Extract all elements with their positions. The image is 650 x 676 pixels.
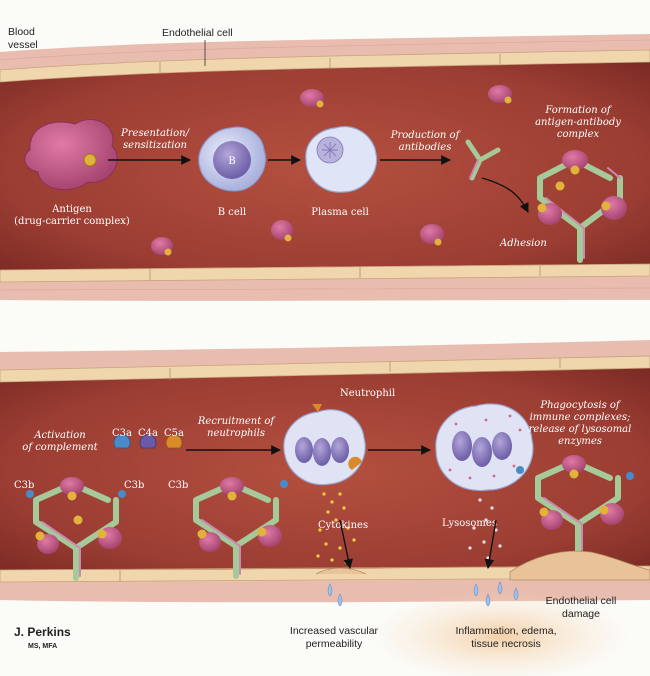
arrow-lysosomes-down	[484, 519, 497, 569]
c3b-label-1: C3b	[14, 480, 34, 491]
endothelial-damage-label-line1: Endothelial cell	[546, 595, 617, 607]
b-cell	[198, 126, 267, 192]
inflammation-label-line2: tissue necrosis	[471, 638, 540, 650]
recruitment-label-line1: Recruitment of	[197, 416, 277, 427]
floating-antigens-top	[151, 85, 512, 256]
immune-complex-center	[193, 481, 279, 579]
gapped-endothelium	[315, 567, 367, 575]
plasma-cell-label: Plasma cell	[311, 207, 369, 218]
production-label-line1: Production of	[390, 130, 462, 141]
artist-credentials: MS, MFA	[28, 643, 57, 650]
formation-label-line1: Formation of	[544, 105, 613, 116]
phagocytosis-label-line3: release of lysosomal	[529, 424, 632, 435]
lysosome-particles	[468, 498, 502, 560]
blood-vessel-label-line1: Blood	[8, 26, 35, 38]
c3b-label-3: C3b	[168, 480, 188, 491]
lysosomes-label: Lysosomes	[442, 518, 497, 529]
complement-fragments	[113, 434, 183, 449]
formation-label-line3: complex	[557, 129, 600, 140]
phagocytosis-label-line2: immune complexes;	[530, 412, 631, 423]
c5a-label: C5a	[164, 428, 184, 439]
c3b-label-2: C3b	[124, 480, 144, 491]
adhesion-label: Adhesion	[499, 238, 547, 249]
permeability-label-line2: permeability	[306, 638, 363, 650]
inflammation-glow	[370, 590, 630, 676]
presentation-label-line1: Presentation/	[120, 128, 191, 139]
activation-label-line1: Activation	[33, 430, 85, 441]
production-label-line2: antibodies	[399, 142, 452, 153]
damaged-endothelium	[509, 550, 650, 581]
phagocytosis-label-line4: enzymes	[558, 436, 602, 447]
complex-antigens-top	[537, 150, 627, 225]
c3a-label: C3a	[112, 428, 132, 439]
c4a-label: C4a	[138, 428, 158, 439]
inflammation-label-line1: Inflammation, edema,	[456, 625, 557, 637]
antigen-label: Antigen	[51, 204, 92, 215]
neutrophil-recruited	[283, 404, 366, 486]
complex-antigens-center	[197, 477, 288, 552]
arrow-to-complex	[481, 177, 529, 213]
plasma-cell	[305, 126, 378, 193]
endothelial-damage-label-line2: damage	[562, 608, 600, 620]
formation-label-line2: antigen-antibody	[535, 117, 621, 128]
phagocytosis-label-line1: Phagocytosis of	[539, 400, 622, 411]
neutrophil-phagocytosing	[435, 403, 534, 492]
antigen-drug-carrier-complex	[24, 119, 118, 191]
artist-signature: J. Perkins	[14, 625, 71, 639]
b-cell-nucleus-mark: B	[228, 156, 235, 167]
presentation-label-line2: sensitization	[123, 140, 187, 151]
cytokines-label: Cytokines	[318, 520, 368, 531]
b-cell-label: B cell	[218, 207, 246, 218]
recruitment-label-line2: neutrophils	[207, 428, 265, 439]
fluid-droplets	[327, 581, 519, 607]
blood-vessel-label-line2: vessel	[8, 39, 38, 51]
arrow-cytokines-down	[339, 519, 353, 569]
complex-antigens-right	[516, 455, 634, 530]
neutrophil-label: Neutrophil	[340, 388, 395, 399]
activation-label-line2: of complement	[22, 442, 98, 453]
free-antibody	[465, 139, 501, 181]
complex-antigens-left	[26, 477, 126, 554]
antigen-sublabel: (drug-carrier complex)	[14, 216, 130, 227]
endothelial-cell-label: Endothelial cell	[162, 27, 233, 39]
permeability-label-line1: Increased vascular	[290, 625, 379, 637]
